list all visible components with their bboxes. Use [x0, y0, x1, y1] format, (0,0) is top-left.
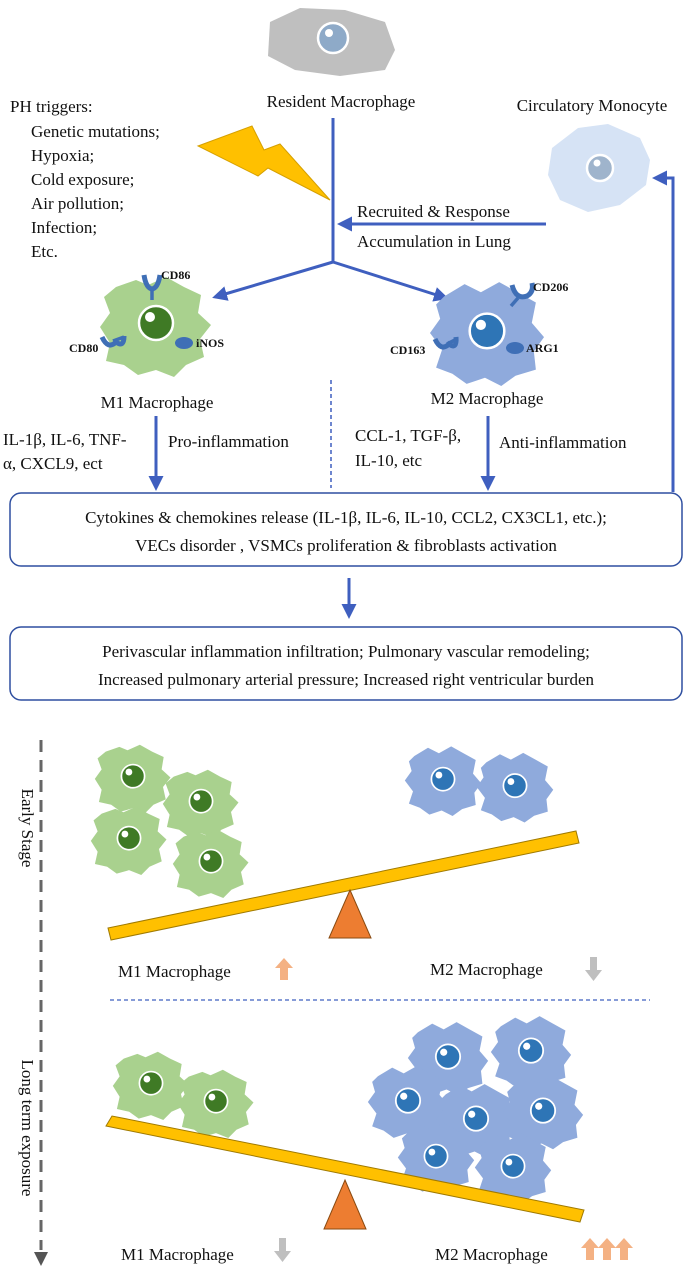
m1-marker-cd86: CD86 — [161, 268, 190, 282]
early-stage-label: Early Stage — [18, 789, 37, 868]
timeline-arrowhead — [34, 1252, 48, 1266]
early-m1-cluster — [89, 743, 250, 899]
early-m2-label: M2 Macrophage — [430, 960, 543, 979]
box1-line1: Cytokines & chemokines release (IL-1β, I… — [85, 508, 607, 527]
m2-label: M2 Macrophage — [431, 389, 544, 408]
down-arrow-icon — [274, 1238, 291, 1262]
m2-arg1-dot — [506, 342, 524, 354]
arrow-to-m2 — [332, 260, 449, 302]
m1-cytokines-line1: IL-1β, IL-6, TNF- — [3, 430, 127, 449]
late-m2-label: M2 Macrophage — [435, 1245, 548, 1264]
m2-cytokines-line2: IL-10, etc — [355, 451, 422, 470]
m2-marker-cd206-receptor — [509, 282, 535, 308]
late-seesaw-bar — [105, 1115, 585, 1223]
vascular-outcome-box — [9, 626, 683, 701]
box1-line2: VECs disorder , VSMCs proliferation & fi… — [135, 536, 557, 555]
down-arrow-icon — [585, 957, 602, 981]
trigger-item-3: Cold exposure; — [31, 170, 134, 189]
m1-marker-inos: iNOS — [196, 336, 224, 350]
m1-marker-cd80: CD80 — [69, 341, 98, 355]
up-arrow-icon — [275, 958, 293, 980]
box2-line2: Increased pulmonary arterial pressure; I… — [98, 670, 595, 689]
m2-marker-cd163-receptor — [432, 336, 459, 350]
lightning-icon — [196, 125, 331, 201]
m1-marker-cd80-receptor — [99, 335, 127, 348]
trigger-item-4: Air pollution; — [31, 194, 124, 213]
box2-line1: Perivascular inflammation infiltration; … — [102, 642, 590, 661]
early-m2-cluster — [403, 745, 555, 824]
m2-marker-cd163: CD163 — [390, 343, 425, 357]
m1-label: M1 Macrophage — [101, 393, 214, 412]
m1-cytokines-line2: α, CXCL9, ect — [3, 454, 103, 473]
up-arrow-icon — [581, 1238, 633, 1260]
trigger-item-2: Hypoxia; — [31, 146, 94, 165]
arrow-to-m1 — [212, 260, 334, 301]
feedback-arrow — [652, 170, 675, 492]
m2-cytokines-line1: CCL-1, TGF-β, — [355, 426, 461, 445]
resident-macrophage-cell — [268, 8, 395, 76]
resident-macrophage-label: Resident Macrophage — [267, 92, 416, 111]
early-seesaw-bar — [107, 830, 580, 941]
trigger-item-6: Etc. — [31, 242, 58, 261]
cytokine-release-box — [9, 492, 683, 567]
trigger-item-1: Genetic mutations; — [31, 122, 160, 141]
receptor-icon — [141, 274, 163, 300]
early-m1-label: M1 Macrophage — [118, 962, 231, 981]
m2-marker-arg1: ARG1 — [526, 341, 559, 355]
triggers-title: PH triggers: — [10, 97, 93, 116]
late-fulcrum — [323, 1178, 367, 1230]
m2-effect: Anti-inflammation — [499, 433, 627, 452]
m2-marker-cd206: CD206 — [533, 280, 568, 294]
circulatory-monocyte-label: Circulatory Monocyte — [517, 96, 668, 115]
recruit-label-1: Recruited & Response — [357, 202, 510, 221]
early-fulcrum — [328, 888, 372, 939]
long-term-label: Long term exposure — [18, 1060, 37, 1197]
circulatory-monocyte-cell — [548, 124, 650, 212]
m1-effect: Pro-inflammation — [168, 432, 289, 451]
m1-inos-dot — [175, 337, 193, 349]
trigger-item-5: Infection; — [31, 218, 97, 237]
late-m1-label: M1 Macrophage — [121, 1245, 234, 1264]
m1-macrophage-cell — [98, 275, 213, 379]
recruit-label-2: Accumulation in Lung — [357, 232, 511, 251]
